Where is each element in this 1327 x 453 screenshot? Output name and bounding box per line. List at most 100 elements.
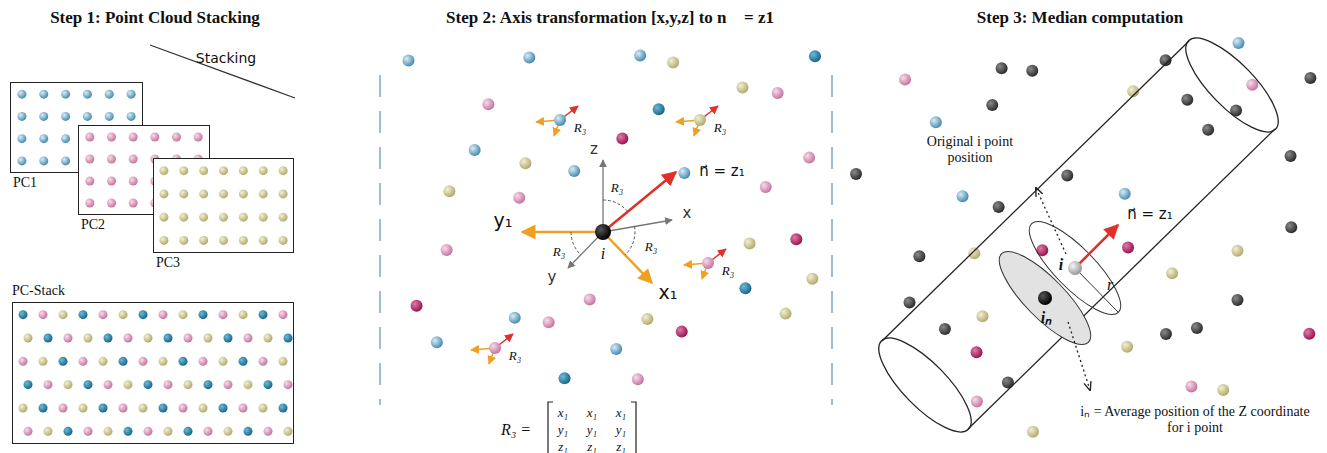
matrix-bracket [548,402,636,453]
cloud-point [39,310,48,319]
rotated-point [676,106,718,136]
cloud-point [159,310,168,319]
radius-label: r [1107,276,1113,294]
cloud-point [79,357,88,366]
cloud-point [44,380,53,389]
scattered-point [986,99,998,111]
rotation-label: R₃ [574,121,586,136]
point-label: iₙ [1041,309,1051,327]
scattered-point [1231,294,1243,306]
cloud-point [259,166,268,175]
cloud-point [264,380,273,389]
scattered-point [431,336,443,348]
cloud-point [99,404,108,413]
cloud-point [184,427,193,436]
axis-frame [603,232,652,283]
axis-label: y₁ [494,210,513,232]
scattered-point [930,116,942,128]
cloud-point [61,112,70,121]
search-cylinder [866,25,1291,444]
cloud-point [104,427,113,436]
cloud-point [139,310,148,319]
cloud-point [159,404,168,413]
scattered-point [739,282,751,294]
scattered-point [543,316,555,328]
cloud-point [159,357,168,366]
cloud-point [164,427,173,436]
scattered-point [971,346,983,358]
scattered-point [939,323,951,335]
cloud-point [59,357,68,366]
cloud-point [24,427,33,436]
cloud-point [129,155,138,164]
cloud-point [17,156,26,165]
scattered-point [809,50,821,62]
annotation: Original i point position [905,134,1035,166]
scattered-point [441,244,453,256]
scattered-point [1185,380,1197,392]
axis-frame [522,231,603,234]
median-disk [1075,225,1118,268]
cloud-point [159,213,168,222]
rotated-point [554,114,566,126]
scattered-point [1246,79,1258,91]
cloud-point [139,404,148,413]
matrix-cell: x₁ [587,406,597,421]
cloud-point [199,236,208,245]
cloud-point [279,310,288,319]
cloud-point [219,189,228,198]
panel-title: Step 1: Point Cloud Stacking [50,8,260,28]
scattered-point [667,56,679,68]
cloud-point [105,112,114,121]
panel-title: Step 2: Axis transformation [x,y,z] to n… [446,8,774,28]
axis-frame [522,160,676,283]
cloud-point [17,112,26,121]
cloud-point [199,213,208,222]
cloud-point [224,380,233,389]
cloud-point [159,236,168,245]
scattered-point [676,326,688,338]
scattered-point [760,181,772,193]
axis-frame [602,160,603,232]
cloud-point [179,166,188,175]
rotation-label: R₃ [722,264,734,279]
arrow-label: Stacking [196,50,256,66]
cloud-point [105,90,114,99]
cloud-point [39,357,48,366]
scattered-point [482,98,494,110]
cloud-point [159,189,168,198]
cloud-point [244,380,253,389]
scattered-point [1232,37,1244,49]
cloud-point [61,134,70,143]
cloud-point [199,404,208,413]
scattered-point [1027,426,1039,438]
scattered-point [913,250,925,262]
rotated-point [536,106,578,136]
panel-title: Step 3: Median computation [977,8,1183,28]
cloud-point [59,404,68,413]
scattered-point [996,62,1008,74]
cloud-point [179,404,188,413]
cloud-point [239,404,248,413]
matrix-cell: x₁ [616,406,626,421]
cloud-point [184,380,193,389]
scattered-point [469,144,481,156]
cloud-frame [153,158,294,253]
cloud-point [219,213,228,222]
axis-label: x [683,205,692,222]
scattered-point [850,168,862,180]
cloud-point [59,310,68,319]
cloud-point [150,133,159,142]
cloud-point [64,427,73,436]
scattered-point [968,247,980,259]
scattered-point [803,152,815,164]
point-label: i [601,245,605,263]
cloud-point [179,213,188,222]
cloud-point [279,357,288,366]
scattered-point [1304,72,1316,84]
cloud-point [279,236,288,245]
cloud-point [204,334,213,343]
cloud-point [104,380,113,389]
cloud-name: PC-Stack [12,283,65,299]
scattered-point [780,308,792,320]
